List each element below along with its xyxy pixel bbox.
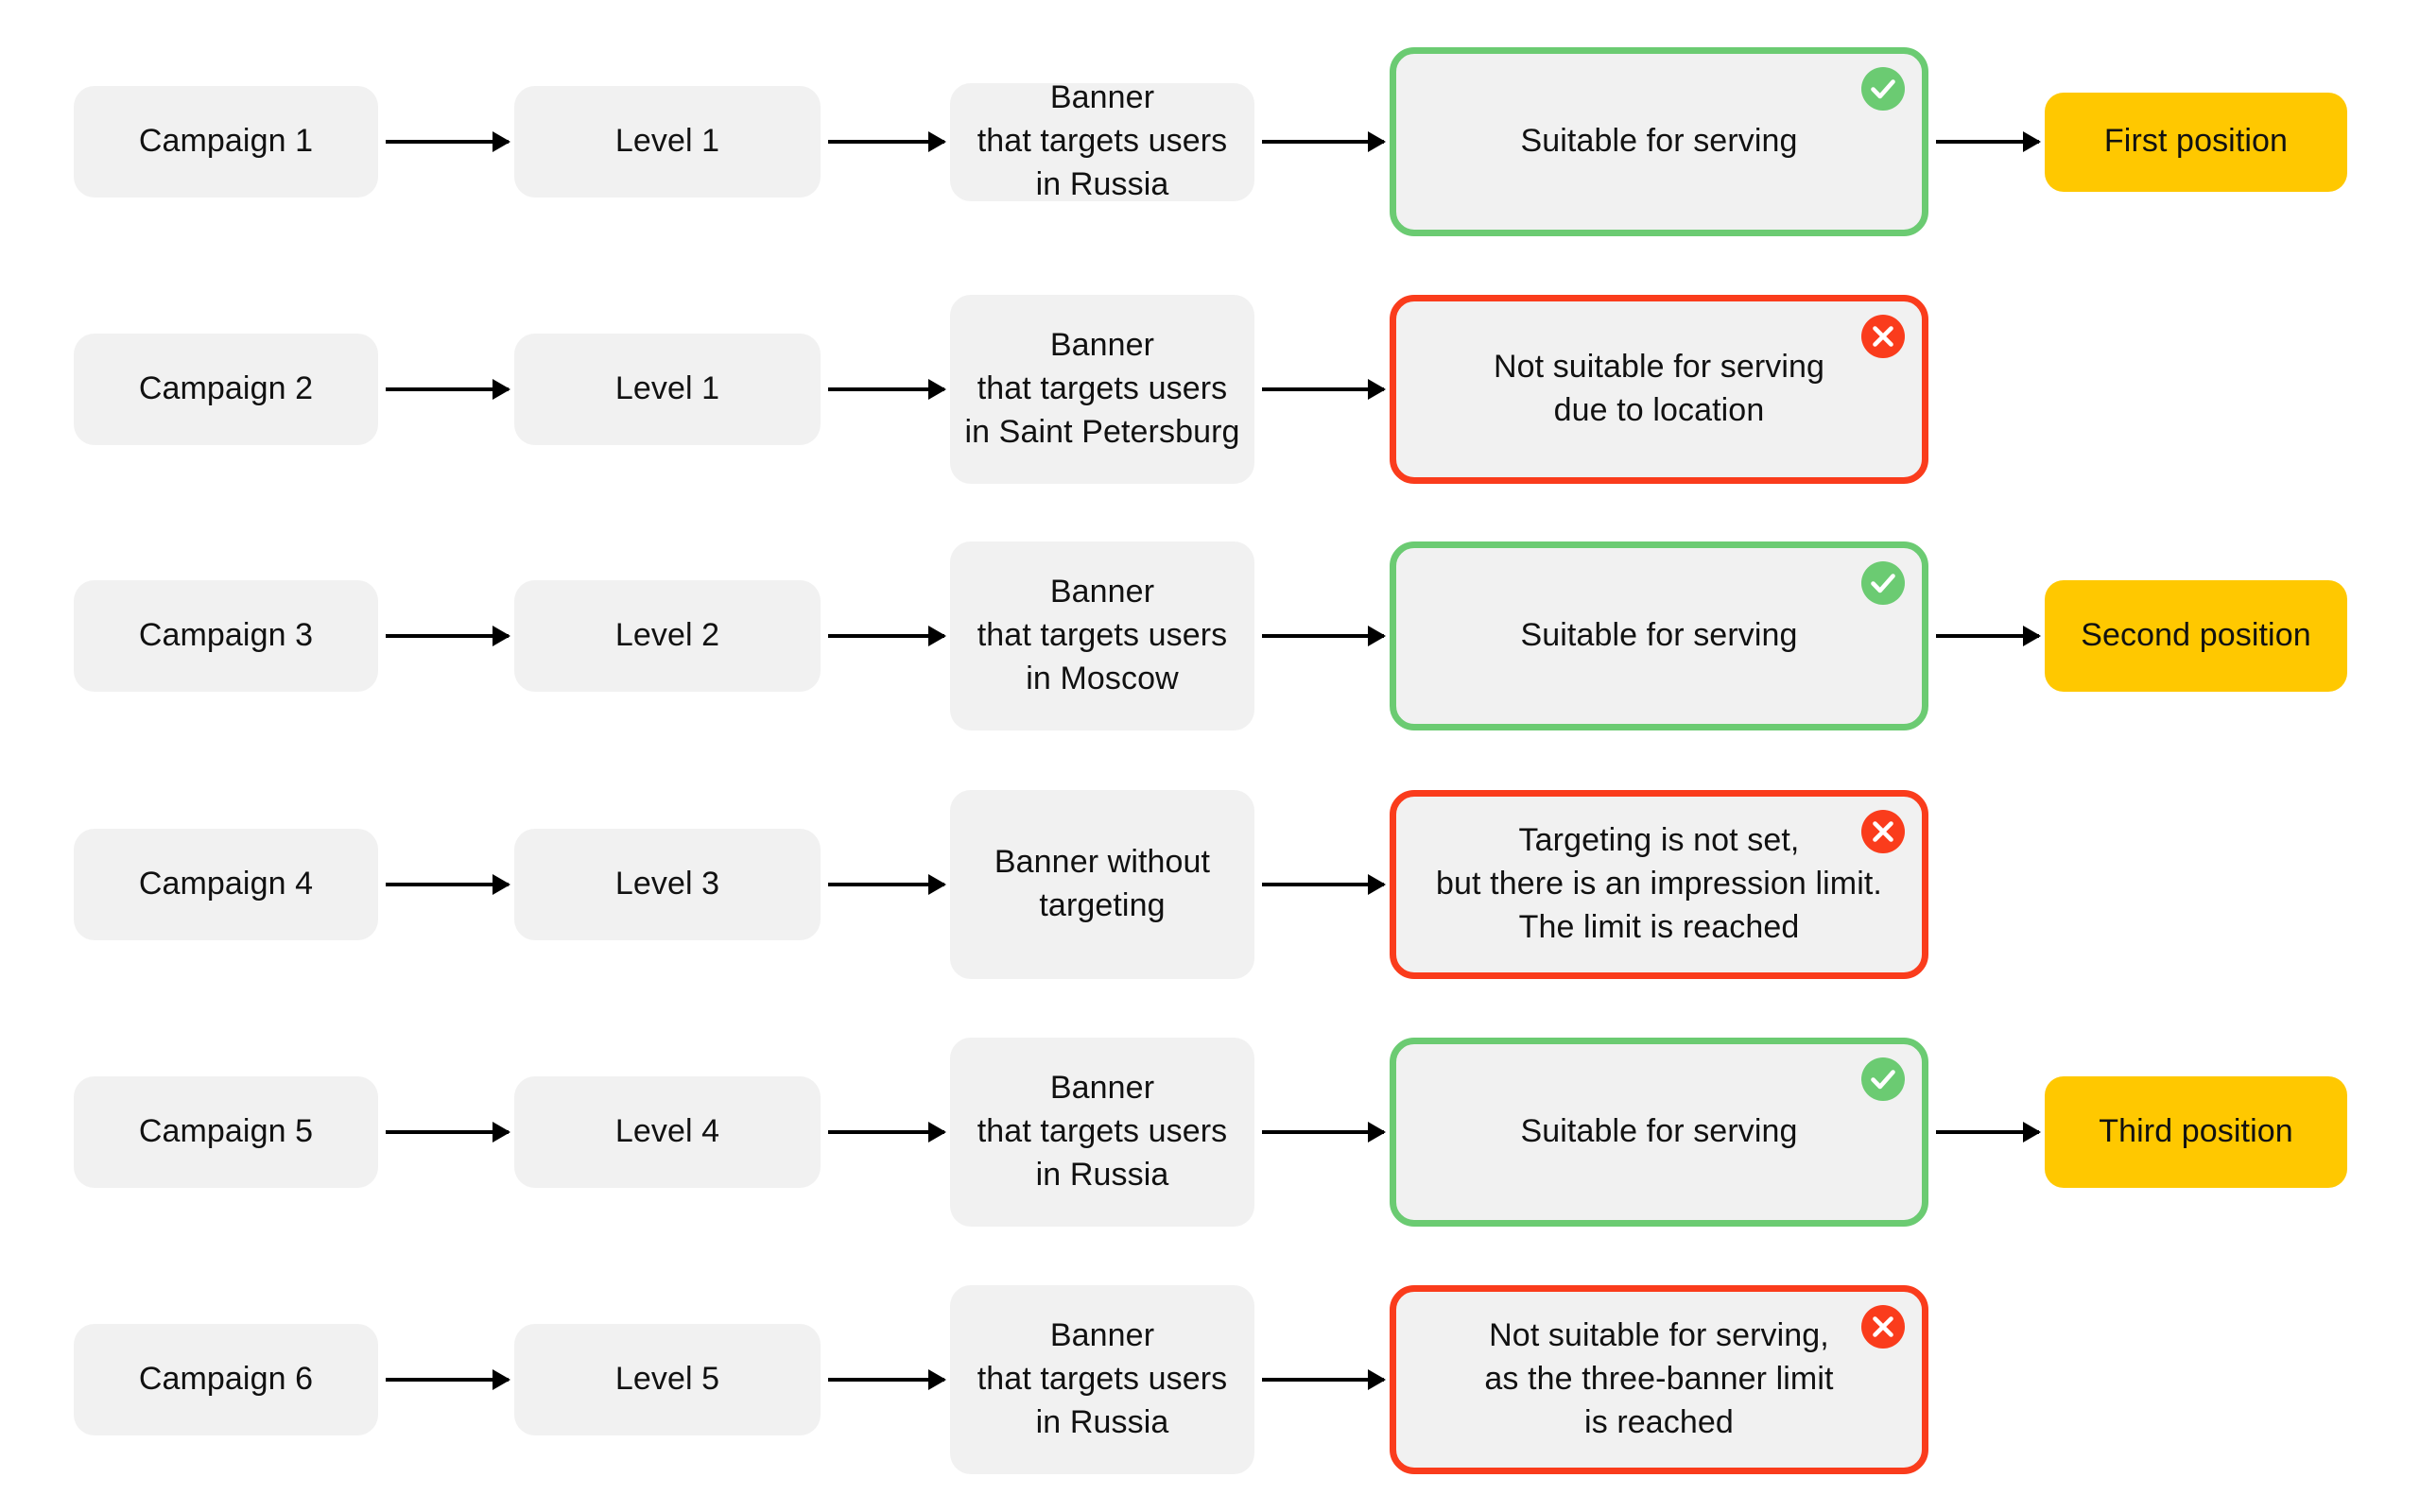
level-box: Level 3 [514,829,821,940]
arrow-banner-to-status [1262,1130,1384,1134]
status-box: Suitable for serving [1390,47,1928,236]
status-box: Not suitable for serving due to location [1390,295,1928,484]
campaign-box: Campaign 4 [74,829,378,940]
status-box: Suitable for serving [1390,541,1928,730]
status-box: Suitable for serving [1390,1038,1928,1227]
position-box: First position [2045,92,2347,192]
status-text: Suitable for serving [1520,617,1798,654]
arrow-level-to-banner [828,1130,944,1134]
arrow-status-to-position [1936,1130,2039,1134]
status-text: Suitable for serving [1520,1113,1798,1150]
arrow-level-to-banner [828,1378,944,1382]
arrow-campaign-to-level [386,634,509,638]
arrow-banner-to-status [1262,387,1384,391]
banner-box: Banner that targets users in Russia [950,1038,1254,1227]
cross-circle-icon [1861,1305,1905,1349]
level-box: Level 2 [514,580,821,692]
arrow-level-to-banner [828,140,944,144]
arrow-campaign-to-level [386,140,509,144]
banner-box: Banner that targets users in Moscow [950,541,1254,730]
arrow-level-to-banner [828,387,944,391]
campaign-box: Campaign 1 [74,86,378,198]
status-box: Targeting is not set, but there is an im… [1390,790,1928,979]
arrow-banner-to-status [1262,883,1384,886]
arrow-status-to-position [1936,140,2039,144]
campaign-box: Campaign 2 [74,334,378,445]
banner-box: Banner that targets users in Russia [950,1285,1254,1474]
status-text: Suitable for serving [1520,123,1798,160]
level-box: Level 5 [514,1324,821,1435]
check-circle-icon [1861,1057,1905,1101]
banner-box: Banner without targeting [950,790,1254,979]
campaign-box: Campaign 3 [74,580,378,692]
status-text: Targeting is not set, but there is an im… [1436,822,1882,945]
status-text: Not suitable for serving due to location [1493,349,1825,428]
arrow-banner-to-status [1262,634,1384,638]
arrow-campaign-to-level [386,1130,509,1134]
cross-circle-icon [1861,315,1905,358]
position-box: Third position [2045,1076,2347,1188]
check-circle-icon [1861,67,1905,111]
arrow-campaign-to-level [386,387,509,391]
position-box: Second position [2045,580,2347,692]
status-text: Not suitable for serving, as the three-b… [1484,1317,1834,1440]
check-circle-icon [1861,561,1905,605]
banner-box: Banner that targets users in Saint Peter… [950,295,1254,484]
arrow-banner-to-status [1262,1378,1384,1382]
arrow-campaign-to-level [386,1378,509,1382]
arrow-level-to-banner [828,883,944,886]
campaign-box: Campaign 6 [74,1324,378,1435]
arrow-campaign-to-level [386,883,509,886]
arrow-banner-to-status [1262,140,1384,144]
level-box: Level 1 [514,86,821,198]
campaign-box: Campaign 5 [74,1076,378,1188]
arrow-status-to-position [1936,634,2039,638]
level-box: Level 1 [514,334,821,445]
status-box: Not suitable for serving, as the three-b… [1390,1285,1928,1474]
banner-box: Banner that targets users in Russia [950,79,1254,202]
cross-circle-icon [1861,810,1905,853]
level-box: Level 4 [514,1076,821,1188]
arrow-level-to-banner [828,634,944,638]
